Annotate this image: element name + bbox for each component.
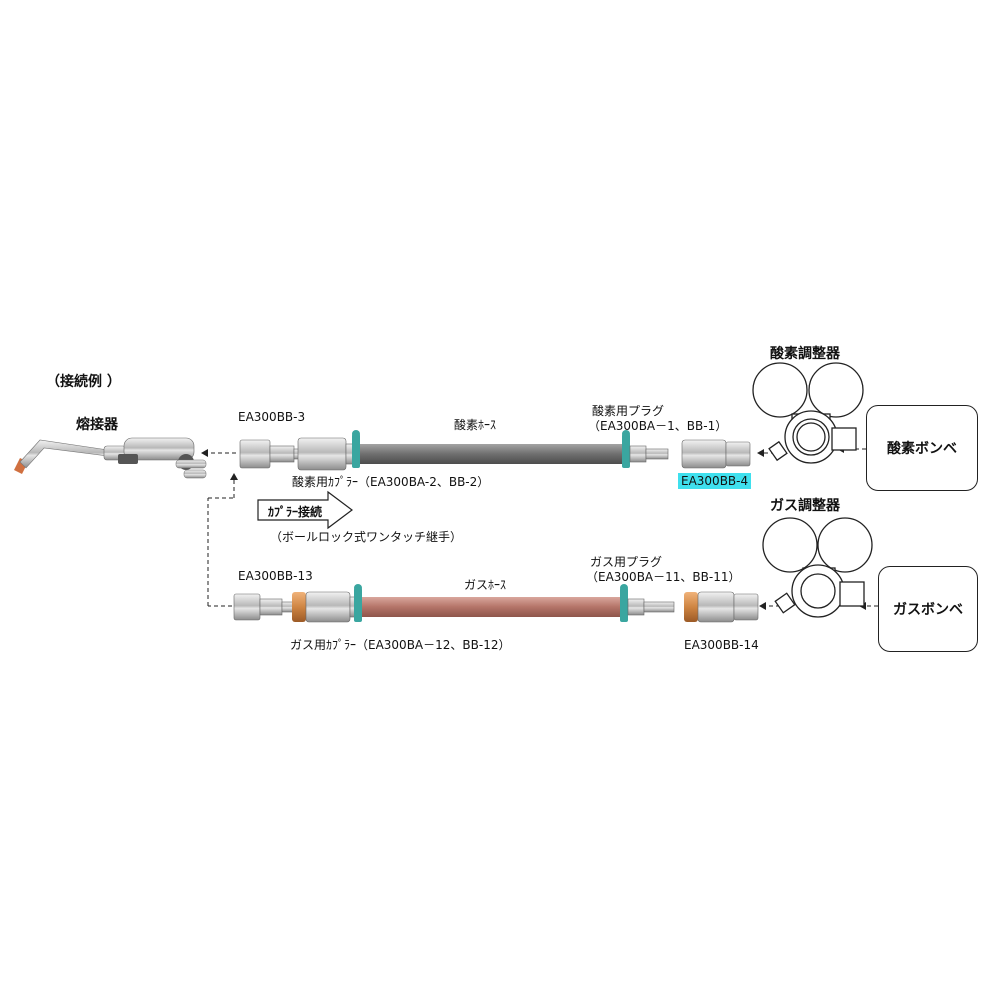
part-bb4-label: EA300BB-4 — [678, 473, 752, 489]
gas-hose-label: ガスﾎｰｽ — [464, 578, 507, 592]
oxygen-line — [239, 430, 751, 471]
gas-cylinder-box: ガスボンベ — [878, 566, 978, 652]
oxygen-cylinder-box: 酸素ボンベ — [866, 405, 978, 491]
gas-plug-label: ガス用プラグ — [590, 555, 663, 569]
gas-plug-models: （EA300BA－11、BB-11） — [586, 570, 741, 584]
gas-regulator-icon — [762, 517, 873, 618]
oxygen-regulator-icon — [752, 362, 864, 464]
gas-line — [233, 584, 759, 623]
oxygen-regulator-label: 酸素調整器 — [770, 346, 840, 362]
part-bb13-label: EA300BB-13 — [238, 569, 313, 583]
part-bb3-label: EA300BB-3 — [238, 410, 306, 424]
oxygen-cylinder-label: 酸素ボンベ — [887, 441, 957, 457]
gas-regulator-label: ガス調整器 — [770, 498, 840, 514]
oxygen-plug-label: 酸素用プラグ — [592, 404, 665, 418]
part-bb14-label: EA300BB-14 — [684, 638, 759, 652]
oxygen-coupler-label: 酸素用ｶﾌﾟﾗｰ（EA300BA-2、BB-2） — [292, 475, 490, 489]
gas-coupler-label: ガス用ｶﾌﾟﾗｰ（EA300BA－12、BB-12） — [290, 638, 511, 652]
torch-label: 熔接器 — [76, 417, 118, 433]
coupler-connect-arrow — [257, 490, 353, 530]
example-label: （接続例 ） — [46, 374, 121, 390]
oxygen-plug-models: （EA300BA－1、BB-1） — [588, 419, 728, 433]
ball-lock-label: （ボールロック式ワンタッチ継手） — [270, 530, 463, 544]
welding-torch-icon — [14, 437, 207, 479]
oxygen-hose-label: 酸素ﾎｰｽ — [454, 418, 497, 432]
gas-cylinder-label: ガスボンベ — [893, 602, 963, 618]
coupler-connect-label: ｶﾌﾟﾗｰ接続 — [268, 505, 323, 519]
